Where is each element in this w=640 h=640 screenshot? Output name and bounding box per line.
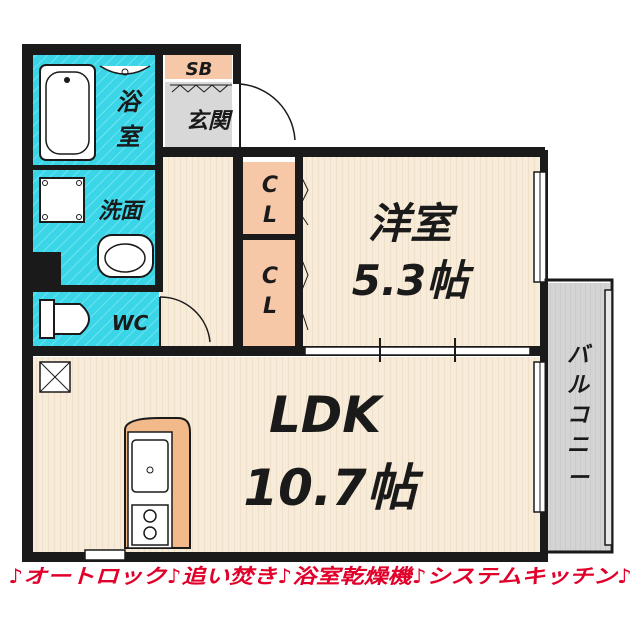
washbasin [97,234,154,278]
pipe-shaft [33,252,61,285]
balcony-label-5: ー [567,466,590,491]
closet-upper-floor [243,162,295,234]
windows [84,171,547,561]
bath-label-2: 室 [116,123,144,151]
western-room-name: 洋室 [368,199,458,248]
balcony-label-2: ル [567,373,590,398]
bath-mirror-shelf [99,65,151,76]
closet-lower-l: L [263,294,277,319]
bath-label-1: 浴 [116,88,143,116]
balcony-label-3: コ [567,403,590,428]
balcony-floor [548,283,610,551]
ldk-size: 10.7帖 [243,459,423,517]
washing-machine-space [39,177,85,223]
closet-upper-c: C [262,173,278,198]
balcony-label-4: ニ [567,433,589,458]
ventilation-icon [39,361,71,393]
ldk-name: LDK [269,386,384,444]
entrance-label: 玄関 [186,108,234,134]
hallway-floor [160,157,238,350]
balcony-label-1: バ [567,343,593,368]
sb-label: SB [186,59,213,80]
closet-lower-c: C [262,264,278,289]
balcony-rail [604,289,613,546]
doors [110,83,309,353]
wc-label: WC [112,311,149,335]
closet-lower-floor [243,240,295,347]
entrance-floor [165,82,232,147]
western-room-size: 5.3帖 [352,256,474,305]
closet-upper-l: L [263,203,277,228]
toilet [39,299,90,339]
sb-area [165,55,232,79]
bathtub [39,64,96,161]
kitchen-counter [124,417,191,549]
western-room-floor [300,157,540,350]
ldk-floor [33,357,540,552]
walls [22,44,548,562]
washroom-label: 洗面 [98,199,146,224]
features-banner: ♪オートロック♪追い焚き♪浴室乾燥機♪システムキッチン♪ [8,564,632,588]
